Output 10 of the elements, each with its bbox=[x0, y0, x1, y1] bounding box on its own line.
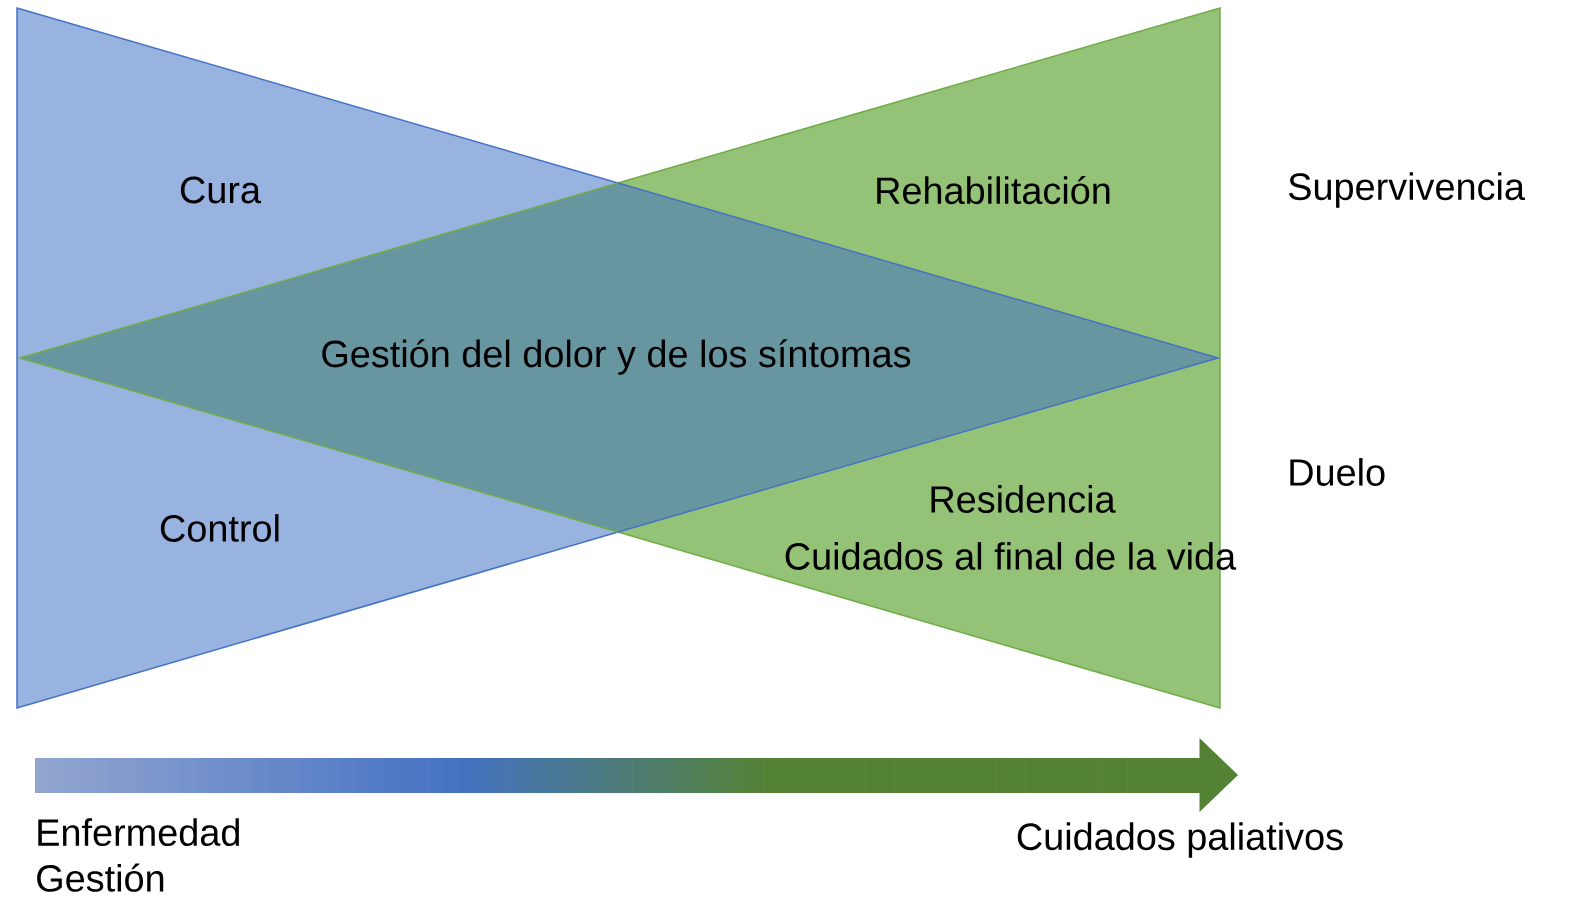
shape-label: Residencia bbox=[931, 485, 1116, 513]
label: Supervivencia bbox=[1288, 172, 1525, 208]
shape-label: Gestión del dolor y de los síntomas bbox=[322, 339, 911, 375]
shape-label: Control bbox=[160, 514, 279, 542]
label: Duelo bbox=[1290, 458, 1385, 486]
triangle bbox=[16, 7, 619, 709]
label: Cuidados paliativos bbox=[1017, 822, 1343, 858]
label: Enfermedad Gestión bbox=[37, 818, 239, 892]
shape-label: Cura bbox=[180, 176, 262, 204]
shape-label: Rehabilitación bbox=[877, 175, 1110, 205]
